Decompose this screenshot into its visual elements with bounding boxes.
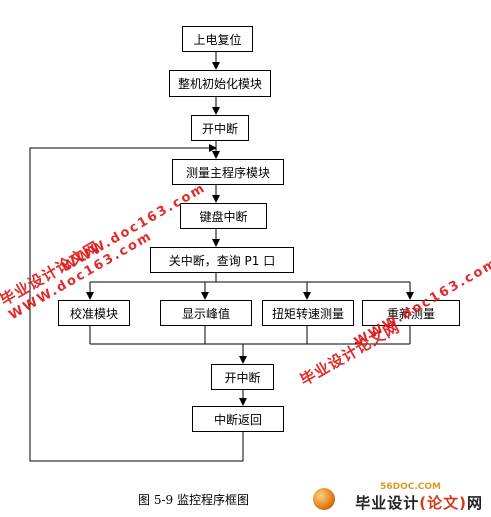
node-disable-interrupt-query: 关中断，查询 P1 口: [150, 247, 294, 273]
node-calibration: 校准模块: [58, 300, 130, 326]
logo-title-prefix: 毕业设计: [355, 494, 420, 512]
node-enable-interrupt-2: 开中断: [211, 364, 274, 390]
flowchart-connectors: [29, 51, 414, 462]
node-interrupt-return: 中断返回: [192, 406, 284, 432]
node-remeasure: 重新测量: [362, 300, 460, 326]
logo-title-red: (论文): [419, 494, 467, 512]
node-show-peak: 显示峰值: [160, 300, 252, 326]
node-init-module: 整机初始化模块: [169, 70, 271, 97]
node-power-reset: 上电复位: [182, 26, 253, 52]
site-logo: 56DOC.COM 毕业设计(论文)网: [313, 482, 483, 514]
logo-domain: 56DOC.COM: [380, 482, 441, 492]
node-torque-speed: 扭矩转速测量: [262, 300, 354, 326]
node-main-program: 测量主程序模块: [172, 159, 284, 185]
figure-caption: 图 5-9 监控程序框图: [138, 493, 249, 507]
logo-globe-icon: [313, 488, 335, 510]
node-keyboard-interrupt: 键盘中断: [180, 203, 267, 229]
logo-title-suffix: 网: [466, 494, 483, 512]
logo-title: 毕业设计(论文)网: [355, 492, 483, 513]
arrow-return-loop-to-main: [29, 144, 244, 462]
node-enable-interrupt: 开中断: [191, 115, 249, 141]
